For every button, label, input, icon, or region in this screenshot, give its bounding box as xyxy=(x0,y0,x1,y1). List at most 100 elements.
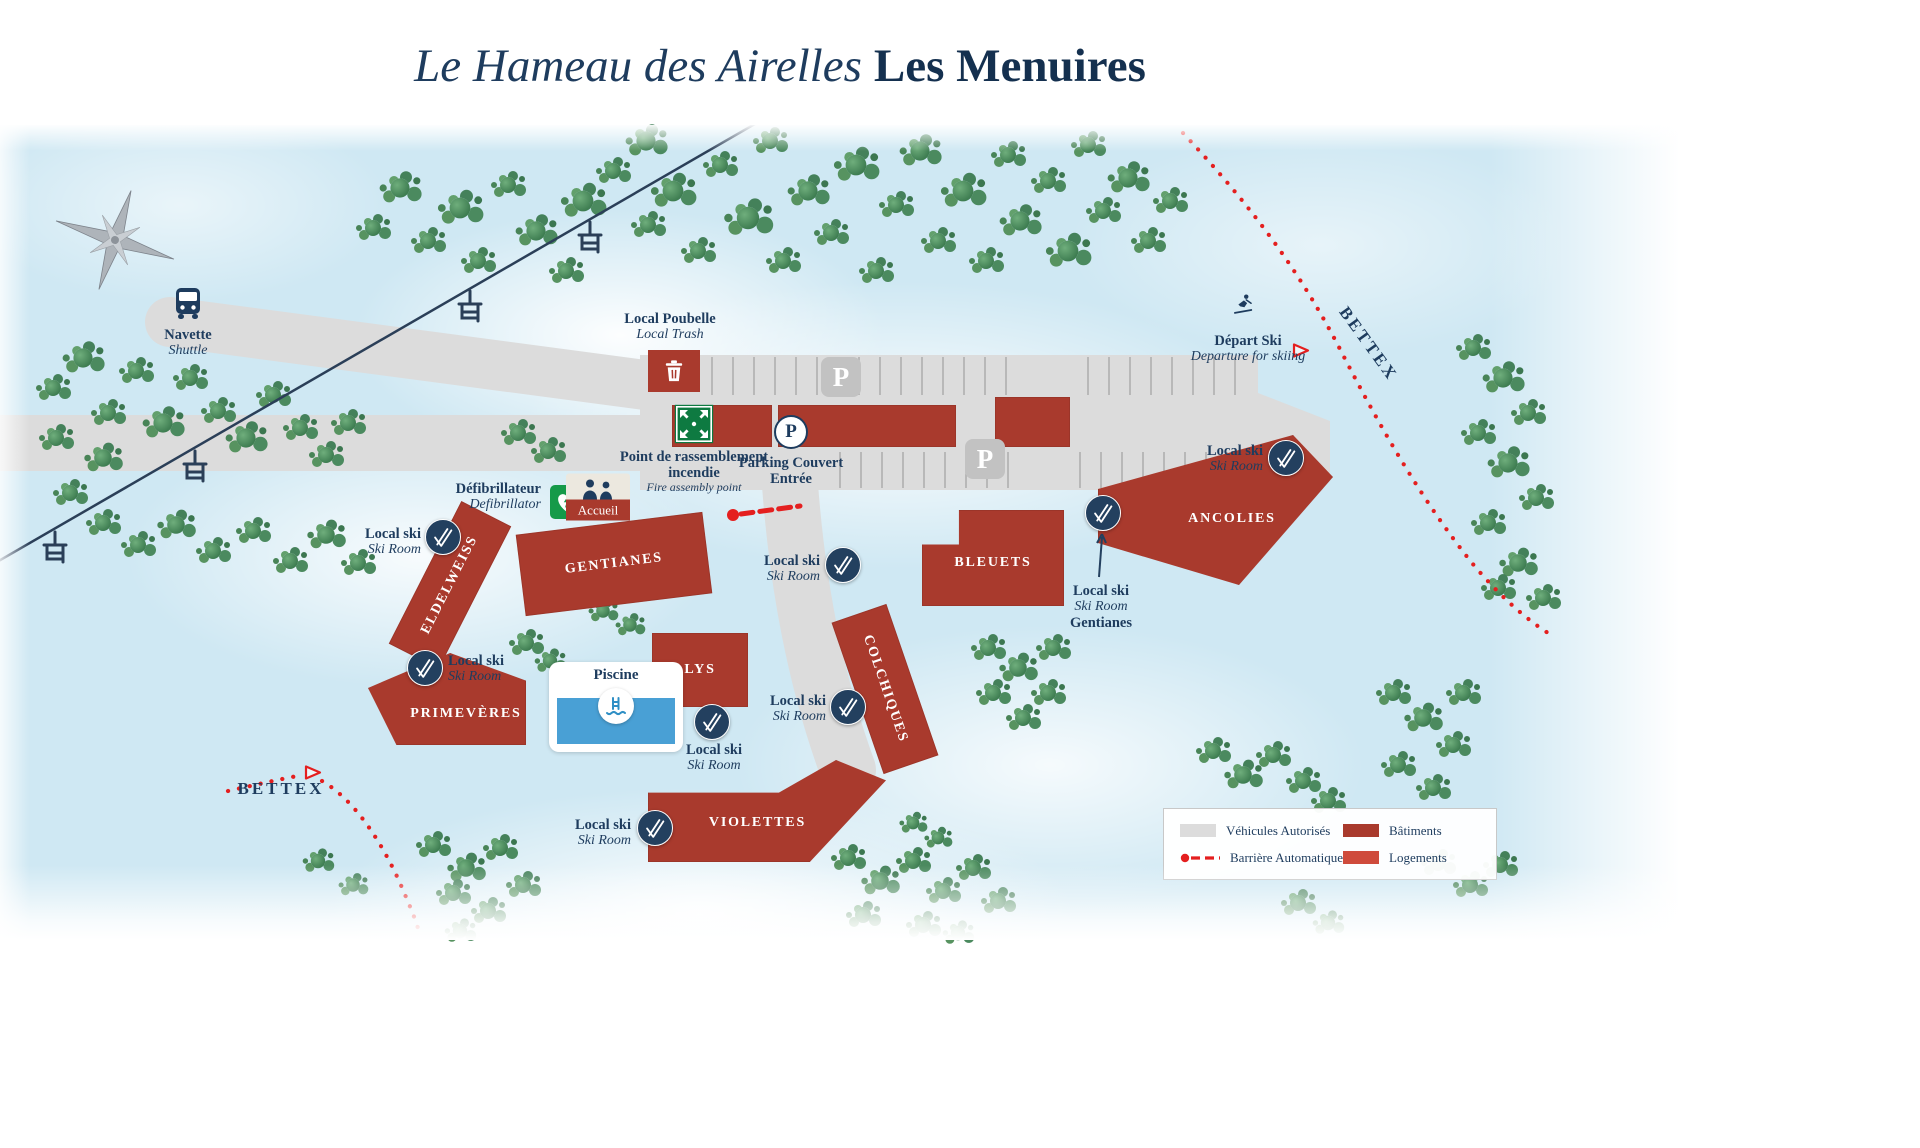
label-line: Ski Room xyxy=(1074,599,1128,615)
ski-room-circle xyxy=(825,547,861,583)
trash-local-icon xyxy=(648,350,700,392)
skier-glyph xyxy=(1233,294,1253,314)
trash-glyph xyxy=(648,350,700,392)
parking-icon: P xyxy=(821,357,861,397)
crossed-skis-icon xyxy=(1277,449,1296,468)
ski-room-icon xyxy=(694,704,730,740)
label-line: Local ski xyxy=(1207,443,1263,459)
ski-room-circle xyxy=(1085,495,1121,531)
ski-room-icon xyxy=(1085,495,1121,531)
gentianes-skiroom-arrow xyxy=(1096,533,1107,578)
legend-item: Bâtiments xyxy=(1343,823,1480,839)
crossed-skis-icon xyxy=(834,556,853,575)
barrier-swatch xyxy=(1180,853,1220,862)
label-line: Local ski xyxy=(770,693,826,709)
ski-room-circle xyxy=(694,704,730,740)
label-line: BETTEX xyxy=(237,779,325,798)
ski-departure-icon xyxy=(1231,293,1255,322)
parking-letter: P xyxy=(965,439,1005,479)
ski-room-icon xyxy=(1268,440,1304,476)
pool-ladder-icon xyxy=(598,688,634,724)
legend-label: Véhicules Autorisés xyxy=(1226,822,1331,838)
assembly-glyph xyxy=(674,404,714,444)
label-line: Local ski xyxy=(575,817,631,833)
pool-label: Piscine xyxy=(593,667,639,683)
barrier-line xyxy=(727,503,803,521)
map-paths-layer xyxy=(0,125,1551,940)
label-bettex-bottom-left: BETTEX xyxy=(237,779,325,799)
label-line: Entrée xyxy=(770,471,812,488)
label-line: Local Trash xyxy=(636,327,704,343)
legend-item: Véhicules Autorisés xyxy=(1180,823,1343,839)
label-line: Local ski xyxy=(764,553,820,569)
ski-room-circle xyxy=(407,650,443,686)
ski-room-icon xyxy=(637,810,673,846)
bettex-path-lower-b xyxy=(319,778,423,940)
swimming-pool: Piscine xyxy=(549,662,683,752)
label-line: Local ski xyxy=(686,742,742,758)
building_dark-swatch xyxy=(1343,824,1379,837)
label-line: Departure for skiing xyxy=(1190,349,1306,365)
label-line: Local ski xyxy=(365,526,421,542)
road-swatch xyxy=(1180,824,1216,837)
ski-room-icon xyxy=(425,519,461,555)
crossed-skis-icon xyxy=(1094,504,1113,523)
label-line: Départ Ski xyxy=(1214,333,1282,349)
legend-item: Barrière Automatique xyxy=(1180,850,1343,866)
label-line: Ski Room xyxy=(687,758,741,774)
covered-parking-sign: P xyxy=(774,415,808,449)
legend-label: Logements xyxy=(1389,849,1447,865)
label-line: Local ski xyxy=(448,653,504,669)
parking-letter: P xyxy=(821,357,861,397)
label-line: Shuttle xyxy=(168,343,208,359)
pool-card: Piscine xyxy=(549,662,683,752)
ski-room-circle xyxy=(1268,440,1304,476)
fire-assembly-point-icon xyxy=(674,404,714,444)
reception-label: Accueil xyxy=(566,499,630,521)
label-line: Defibrillator xyxy=(469,497,541,513)
crossed-skis-icon xyxy=(646,819,665,838)
legend-item: Logements xyxy=(1343,850,1480,866)
crossed-skis-icon xyxy=(703,713,722,732)
ski-room-icon xyxy=(407,650,443,686)
parking-icon: P xyxy=(965,439,1005,479)
crossed-skis-icon xyxy=(839,698,858,717)
parking-sign-letter: P xyxy=(774,415,808,449)
label-line: Parking Couvert xyxy=(738,455,844,471)
label-line: Ski Room xyxy=(772,709,826,725)
shuttle-bus-icon xyxy=(174,287,202,319)
label-line: Local ski xyxy=(1073,583,1129,599)
building_light-swatch xyxy=(1343,851,1379,864)
ski-room-icon xyxy=(830,689,866,725)
bus-glyph xyxy=(174,287,202,319)
legend-label: Barrière Automatique xyxy=(1230,849,1343,865)
label-line: Ski Room xyxy=(1209,459,1263,475)
ski-room-circle xyxy=(830,689,866,725)
ski-lift-cable xyxy=(0,125,756,562)
label-line: Ski Room xyxy=(766,569,820,585)
label-line: Ski Room xyxy=(367,542,421,558)
crossed-skis-icon xyxy=(434,528,453,547)
title-main: Le Hameau des Airelles xyxy=(414,40,862,92)
label-line: Local Poubelle xyxy=(624,311,716,327)
label-line: Ski Room xyxy=(577,833,631,849)
label-line: Ski Room xyxy=(448,669,502,685)
label-line: Défibrillateur xyxy=(455,481,541,497)
legend-label: Bâtiments xyxy=(1389,822,1442,838)
